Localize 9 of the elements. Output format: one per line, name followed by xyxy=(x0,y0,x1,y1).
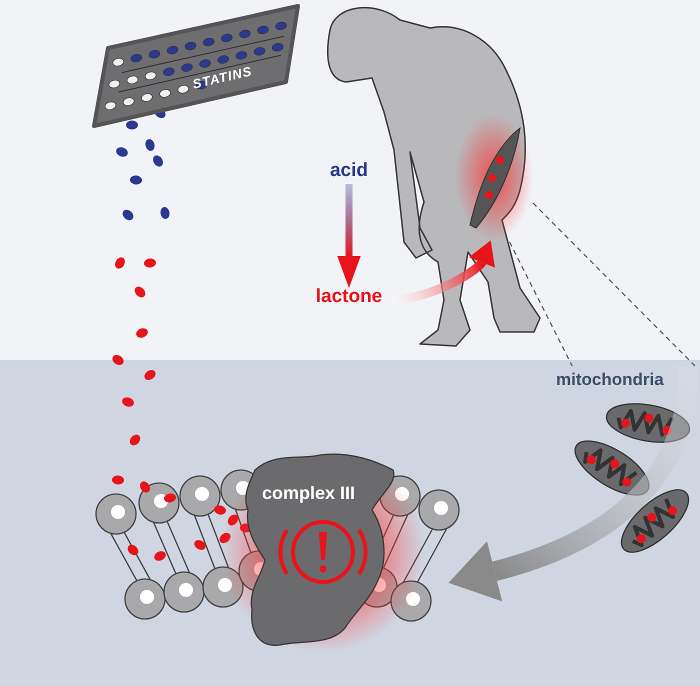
arrow xyxy=(448,366,698,602)
text-label: complex III xyxy=(262,483,356,504)
text-label: acid xyxy=(324,160,374,184)
pack-label: STATINS xyxy=(191,63,254,92)
text-label: lactone xyxy=(306,286,392,310)
arrow xyxy=(337,184,361,288)
zoom-line xyxy=(532,202,696,366)
zoom-line xyxy=(509,242,573,366)
text-label: mitochondria xyxy=(556,370,664,390)
